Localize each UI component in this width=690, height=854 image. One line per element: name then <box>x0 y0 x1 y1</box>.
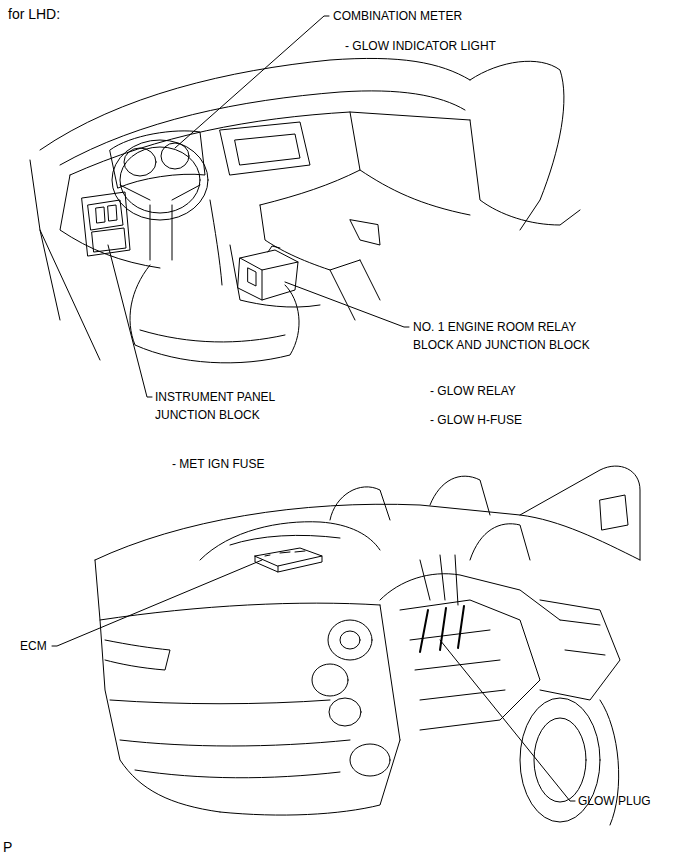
part-name: COMBINATION METER <box>333 7 462 25</box>
sub-part-name: - GLOW H-FUSE <box>430 411 522 429</box>
sub-part-name: - GLOW RELAY <box>430 382 516 400</box>
part-name: ECM <box>20 637 47 655</box>
figure-code: P <box>3 838 12 854</box>
part-name: INSTRUMENT PANEL JUNCTION BLOCK <box>155 388 295 424</box>
part-name: GLOW PLUG <box>578 792 651 810</box>
sub-part-name: - MET IGN FUSE <box>172 455 264 473</box>
part-name: NO. 1 ENGINE ROOM RELAY BLOCK AND JUNCTI… <box>413 318 613 354</box>
sub-part-name: - GLOW INDICATOR LIGHT <box>345 37 496 55</box>
figure-title: for LHD: <box>8 5 60 23</box>
